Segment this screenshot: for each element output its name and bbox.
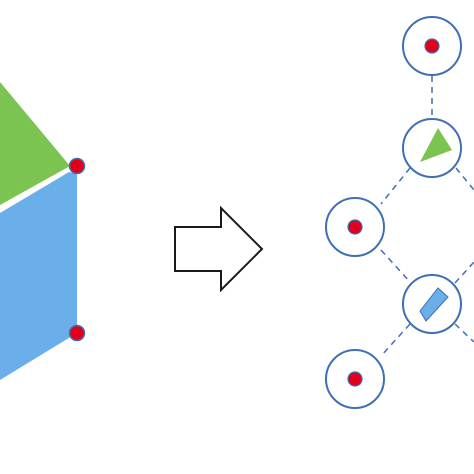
green-face bbox=[0, 82, 70, 205]
blue-face bbox=[0, 172, 77, 380]
vertex-marker-top bbox=[68, 157, 86, 175]
transform-arrow bbox=[174, 205, 264, 293]
edge-triangle-middle bbox=[380, 167, 411, 205]
green-triangle-icon bbox=[420, 128, 452, 162]
blue-parallelogram-icon bbox=[419, 287, 449, 322]
vertex-dot bbox=[347, 219, 363, 235]
graph-nodes bbox=[325, 16, 462, 409]
vertex-node-bottom bbox=[325, 349, 385, 409]
left-shape bbox=[0, 82, 86, 380]
edge-middle-parallelogram bbox=[380, 249, 411, 283]
face-node-triangle bbox=[402, 118, 462, 178]
edge-parallelogram-bottom bbox=[380, 323, 411, 357]
vertex-dot bbox=[424, 38, 440, 54]
graph-edges bbox=[380, 76, 474, 357]
edge-parallelogram-right bbox=[454, 261, 474, 284]
edge-triangle-right bbox=[455, 167, 474, 191]
vertex-node-top bbox=[402, 16, 462, 76]
edge-parallelogram-down-right bbox=[454, 323, 474, 343]
vertex-dot bbox=[347, 371, 363, 387]
vertex-marker-bottom bbox=[68, 324, 86, 342]
face-node-parallelogram bbox=[402, 274, 462, 334]
vertex-node-middle bbox=[325, 197, 385, 257]
